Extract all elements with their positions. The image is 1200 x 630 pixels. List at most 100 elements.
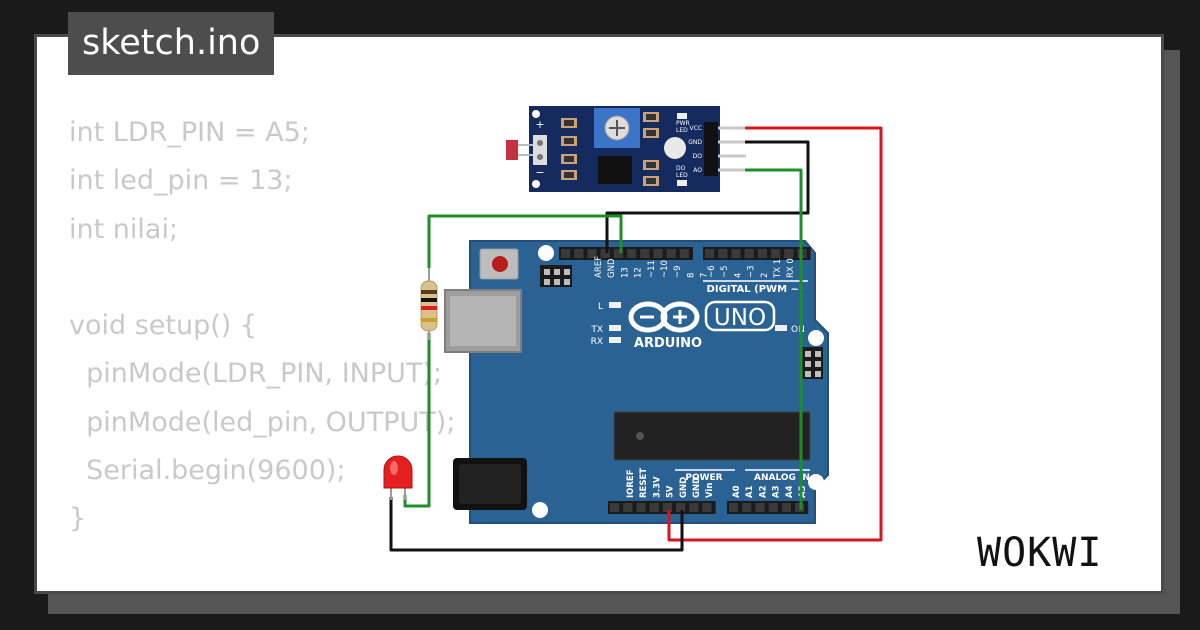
header-pin[interactable] (781, 503, 791, 512)
wokwi-logo: WOKWI (977, 530, 1102, 576)
icsp-pin (805, 371, 811, 377)
analog-title: ANALOG IN (754, 473, 810, 483)
resistor-band (421, 306, 437, 310)
digital-title: DIGITAL (PWM ~) (707, 284, 804, 295)
code-line: int led_pin = 13; (69, 165, 293, 197)
led-l (609, 302, 621, 308)
module-hole (532, 180, 540, 188)
usb-connector-inner (450, 296, 516, 346)
header-pin[interactable] (768, 503, 778, 512)
icsp-pin (805, 351, 811, 357)
header-pin[interactable] (561, 249, 571, 258)
pin-label: IOREF (626, 469, 636, 498)
led-highlight (390, 461, 398, 475)
header-pin[interactable] (784, 249, 794, 258)
header-pin[interactable] (627, 249, 637, 258)
pin-label: RESET (639, 468, 649, 498)
pin-label: 4 (733, 273, 743, 278)
module-hole (532, 110, 540, 118)
uno-badge (704, 300, 776, 332)
analog-header (727, 501, 809, 514)
led-dome (383, 455, 413, 489)
resistor-band (421, 318, 437, 322)
header-pin[interactable] (600, 249, 610, 258)
header-pin[interactable] (649, 503, 659, 512)
icsp-pin (815, 361, 821, 367)
photoresistor (506, 140, 518, 160)
header-body (703, 247, 811, 260)
file-tab[interactable]: sketch.ino (68, 12, 275, 75)
icsp-pin (544, 279, 550, 285)
code-line: Serial.begin(9600); (69, 455, 346, 487)
header-pin[interactable] (613, 249, 623, 258)
icsp-pin (564, 269, 570, 275)
wires (389, 126, 883, 552)
module-pin-label: VCC (690, 125, 702, 132)
ldr-terminal-pin (537, 140, 543, 146)
header-pin[interactable] (574, 249, 584, 258)
header-pin[interactable] (744, 249, 754, 258)
header-pin[interactable] (679, 249, 689, 258)
led-on (775, 325, 787, 331)
pin-label: ~6 (707, 265, 717, 278)
pin-label: A2 (758, 485, 768, 498)
wokwi-logo-text: WOKWI (977, 530, 1102, 576)
resistor-band (421, 290, 437, 294)
led-l-label: L (598, 302, 603, 312)
module-led (664, 137, 686, 159)
pin-label: ~9 (673, 265, 683, 278)
header-pin[interactable] (666, 249, 676, 258)
pin-label: GND (692, 477, 702, 498)
pin-label: Vin (705, 483, 715, 498)
header-pin[interactable] (636, 503, 646, 512)
header-pin[interactable] (705, 249, 715, 258)
pin-label: GND (607, 258, 617, 278)
pin-label: A1 (745, 485, 755, 498)
wire-vcc-red (667, 126, 883, 542)
pwr-label: PWR (676, 120, 690, 127)
header-pin[interactable] (610, 503, 620, 512)
header-pin[interactable] (689, 503, 699, 512)
header-pin[interactable] (662, 503, 672, 512)
header-pin[interactable] (771, 249, 781, 258)
header-pin[interactable] (640, 249, 650, 258)
header-pin[interactable] (757, 249, 767, 258)
code-line: pinMode(led_pin, OUTPUT); (69, 406, 456, 438)
ldr-terminal-pin (537, 154, 543, 160)
header-pin[interactable] (676, 503, 686, 512)
pin-label: RX 0 (786, 258, 796, 278)
pin-label: ~11 (647, 260, 657, 278)
header-pin[interactable] (742, 503, 752, 512)
header-pin[interactable] (755, 503, 765, 512)
led-tx-label: TX (590, 325, 603, 335)
model-label: UNO (714, 305, 766, 331)
header-pin[interactable] (587, 249, 597, 258)
pin-label: ~10 (660, 260, 670, 278)
code-line: pinMode(LDR_PIN, INPUT); (69, 358, 443, 390)
pin-label: A5 (798, 485, 808, 498)
smd-components (561, 112, 659, 186)
red-led[interactable] (383, 455, 413, 500)
chip-notch (636, 432, 644, 440)
header-pin[interactable] (729, 503, 739, 512)
header-pin[interactable] (623, 503, 633, 512)
header-pin[interactable] (653, 249, 663, 258)
icsp-pin (815, 351, 821, 357)
header-pin[interactable] (731, 249, 741, 258)
header-pin[interactable] (718, 249, 728, 258)
pin-label: A3 (772, 485, 782, 498)
power-jack-inner (459, 464, 521, 504)
led-tx (609, 325, 621, 331)
mount-hole (532, 502, 548, 518)
resistor[interactable] (420, 268, 438, 340)
pin-label: 12 (634, 267, 644, 278)
icsp-pin (544, 269, 550, 275)
header-pin[interactable] (702, 503, 712, 512)
reset-button-cap (492, 256, 508, 272)
pin-label: 3.3V (652, 476, 662, 498)
pin-label: ~3 (747, 265, 757, 278)
